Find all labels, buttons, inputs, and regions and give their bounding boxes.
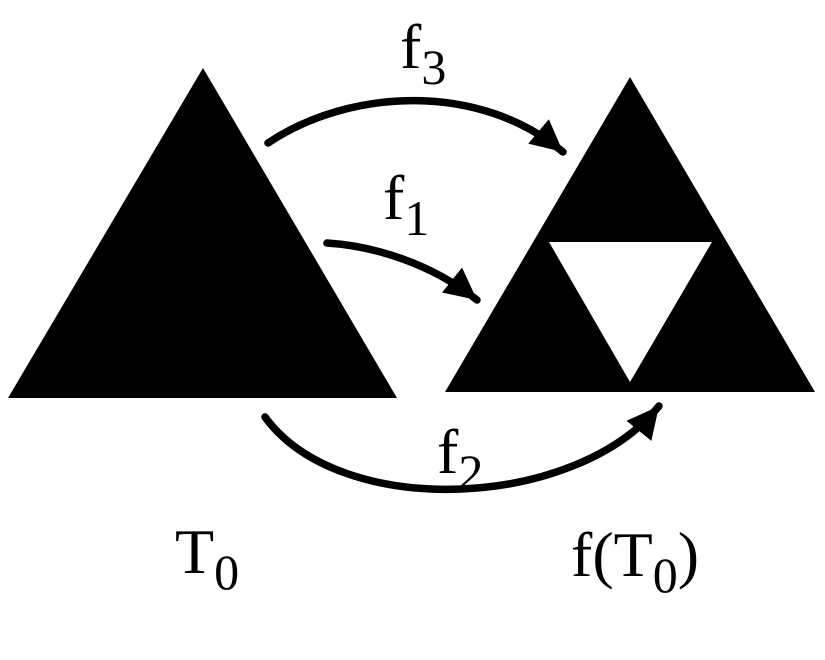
label-f2: f2 xyxy=(437,420,484,500)
label-ft0-pre: f(T xyxy=(571,519,653,590)
label-f1: f1 xyxy=(383,166,430,246)
label-ft0-post: ) xyxy=(677,519,700,590)
triangle-t0 xyxy=(8,68,397,398)
triangle-ft0-center-hole xyxy=(549,242,712,382)
label-f3-sub: 3 xyxy=(421,39,447,95)
arrow-f2 xyxy=(261,402,663,494)
triangle-ft0 xyxy=(445,77,815,392)
label-ft0: f(T0) xyxy=(571,523,699,603)
label-f2-sub: 2 xyxy=(458,444,484,500)
arrow-f1 xyxy=(323,239,481,304)
label-f3-base: f xyxy=(400,11,422,82)
label-f1-base: f xyxy=(383,162,405,233)
arrow-f3 xyxy=(264,96,567,156)
label-t0-base: T xyxy=(175,516,215,587)
label-f2-base: f xyxy=(437,416,459,487)
label-t0: T0 xyxy=(175,520,240,600)
label-f1-sub: 1 xyxy=(404,190,430,246)
label-t0-sub: 0 xyxy=(214,544,240,600)
label-f3: f3 xyxy=(400,15,447,95)
triangle-ft0-outer xyxy=(445,77,815,392)
label-ft0-sub: 0 xyxy=(652,547,678,603)
